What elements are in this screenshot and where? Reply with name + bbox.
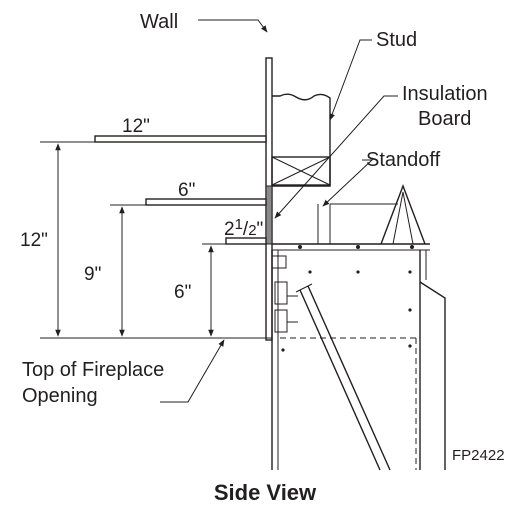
dim-6-label: 6" [174,282,191,303]
figure-code: FP2422 [452,447,505,464]
label-top-line1: Top of Fireplace [22,359,164,381]
insulation-board [265,185,273,245]
mantel-2-5 [225,237,267,245]
leader-standoff [322,159,374,207]
label-insulation-line2: Board [418,108,471,130]
label-wall: Wall [140,11,178,33]
dim-12-label: 12" [20,230,48,251]
mantel-12-depth-label: 12" [122,116,150,137]
mantel-2-5-depth-label: 21/2" [224,216,263,240]
mantel-6-depth-label: 6" [178,180,195,201]
caption: Side View [214,480,317,505]
stud-cross-block [271,156,331,186]
label-stud: Stud [376,29,417,51]
label-standoff: Standoff [366,149,441,171]
mantel-12 [94,135,267,143]
label-top-line2: Opening [22,385,98,407]
leader-top-of-opening [160,339,225,403]
leader-insulation [274,95,398,219]
leader-stud [329,39,372,121]
mantel-6 [145,198,267,206]
leader-wall [198,19,268,33]
stud [272,93,331,187]
dim-9-label: 9" [84,264,101,285]
label-insulation-line1: Insulation [402,83,488,105]
